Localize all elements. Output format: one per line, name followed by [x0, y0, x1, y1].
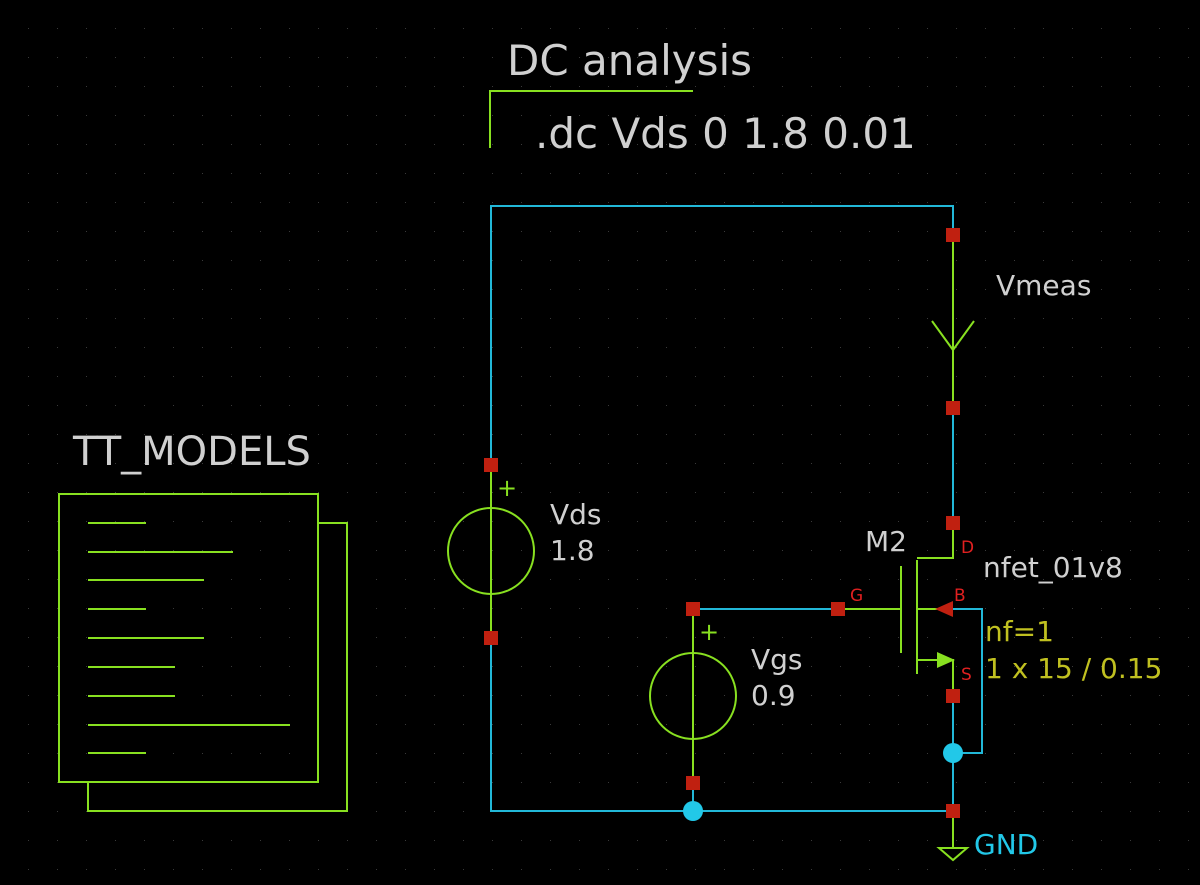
- wires[interactable]: [490, 205, 983, 812]
- pin-vds-minus[interactable]: [484, 631, 498, 645]
- analysis-title: DC analysis: [507, 36, 752, 85]
- analysis-command: .dc Vds 0 1.8 0.01: [535, 109, 916, 158]
- pin-vmeas-minus[interactable]: [946, 401, 960, 415]
- vds-value: 1.8: [550, 534, 595, 567]
- pin-label-g: G: [850, 586, 863, 606]
- mosfet-name: M2: [865, 525, 907, 558]
- pin-ground[interactable]: [946, 804, 960, 818]
- ground-icon: [936, 847, 970, 862]
- analysis-bracket: [489, 90, 693, 148]
- mosfet-size: 1 x 15 / 0.15: [985, 652, 1162, 685]
- models-front-page: [58, 493, 319, 783]
- models-title: TT_MODELS: [72, 429, 311, 475]
- pin-label-s: S: [961, 665, 972, 685]
- junctions: [683, 743, 963, 821]
- mosfet-model: nfet_01v8: [983, 551, 1123, 584]
- pin-source[interactable]: [946, 689, 960, 703]
- pin-gate[interactable]: [831, 602, 845, 616]
- mosfet-nf: nf=1: [985, 615, 1054, 648]
- models-block[interactable]: TT_MODELS: [58, 429, 348, 812]
- pin-label-b: B: [954, 586, 966, 606]
- models-back-page: [87, 522, 348, 812]
- ground-label: GND: [974, 828, 1038, 861]
- pin-vmeas-plus[interactable]: [946, 228, 960, 242]
- vmeas-component[interactable]: Vmeas: [931, 235, 1091, 408]
- vgs-value: 0.9: [751, 679, 796, 712]
- pin-vgs-minus[interactable]: [686, 776, 700, 790]
- pin-vgs-plus[interactable]: [686, 602, 700, 616]
- junction-dot: [683, 801, 703, 821]
- vds-circle: [447, 507, 535, 595]
- vds-source[interactable]: + Vds 1.8: [447, 465, 602, 638]
- vds-name: Vds: [550, 498, 602, 531]
- junction-dot: [943, 743, 963, 763]
- vgs-plus: +: [699, 618, 719, 646]
- pin-drain[interactable]: [946, 516, 960, 530]
- bulk-arrow-icon: [935, 601, 953, 617]
- vgs-name: Vgs: [751, 643, 803, 676]
- dc-analysis-block[interactable]: DC analysis .dc Vds 0 1.8 0.01: [489, 36, 916, 158]
- wire-bottom[interactable]: [490, 638, 953, 812]
- vgs-circle: [649, 652, 737, 740]
- pin-vds-plus[interactable]: [484, 458, 498, 472]
- vgs-source[interactable]: + Vgs 0.9: [649, 609, 803, 783]
- mosfet-m2[interactable]: M2 nfet_01v8 nf=1 1 x 15 / 0.15 D G B S: [838, 523, 1162, 696]
- vmeas-arrow-icon: [931, 320, 975, 352]
- models-text-lines: [88, 522, 290, 754]
- wire-bulk[interactable]: [953, 608, 983, 754]
- pins[interactable]: [484, 228, 960, 818]
- source-arrow-icon: [937, 652, 955, 668]
- vds-plus: +: [497, 474, 517, 502]
- vmeas-name: Vmeas: [996, 269, 1091, 302]
- pin-label-d: D: [961, 538, 974, 558]
- wire-top[interactable]: [490, 205, 954, 465]
